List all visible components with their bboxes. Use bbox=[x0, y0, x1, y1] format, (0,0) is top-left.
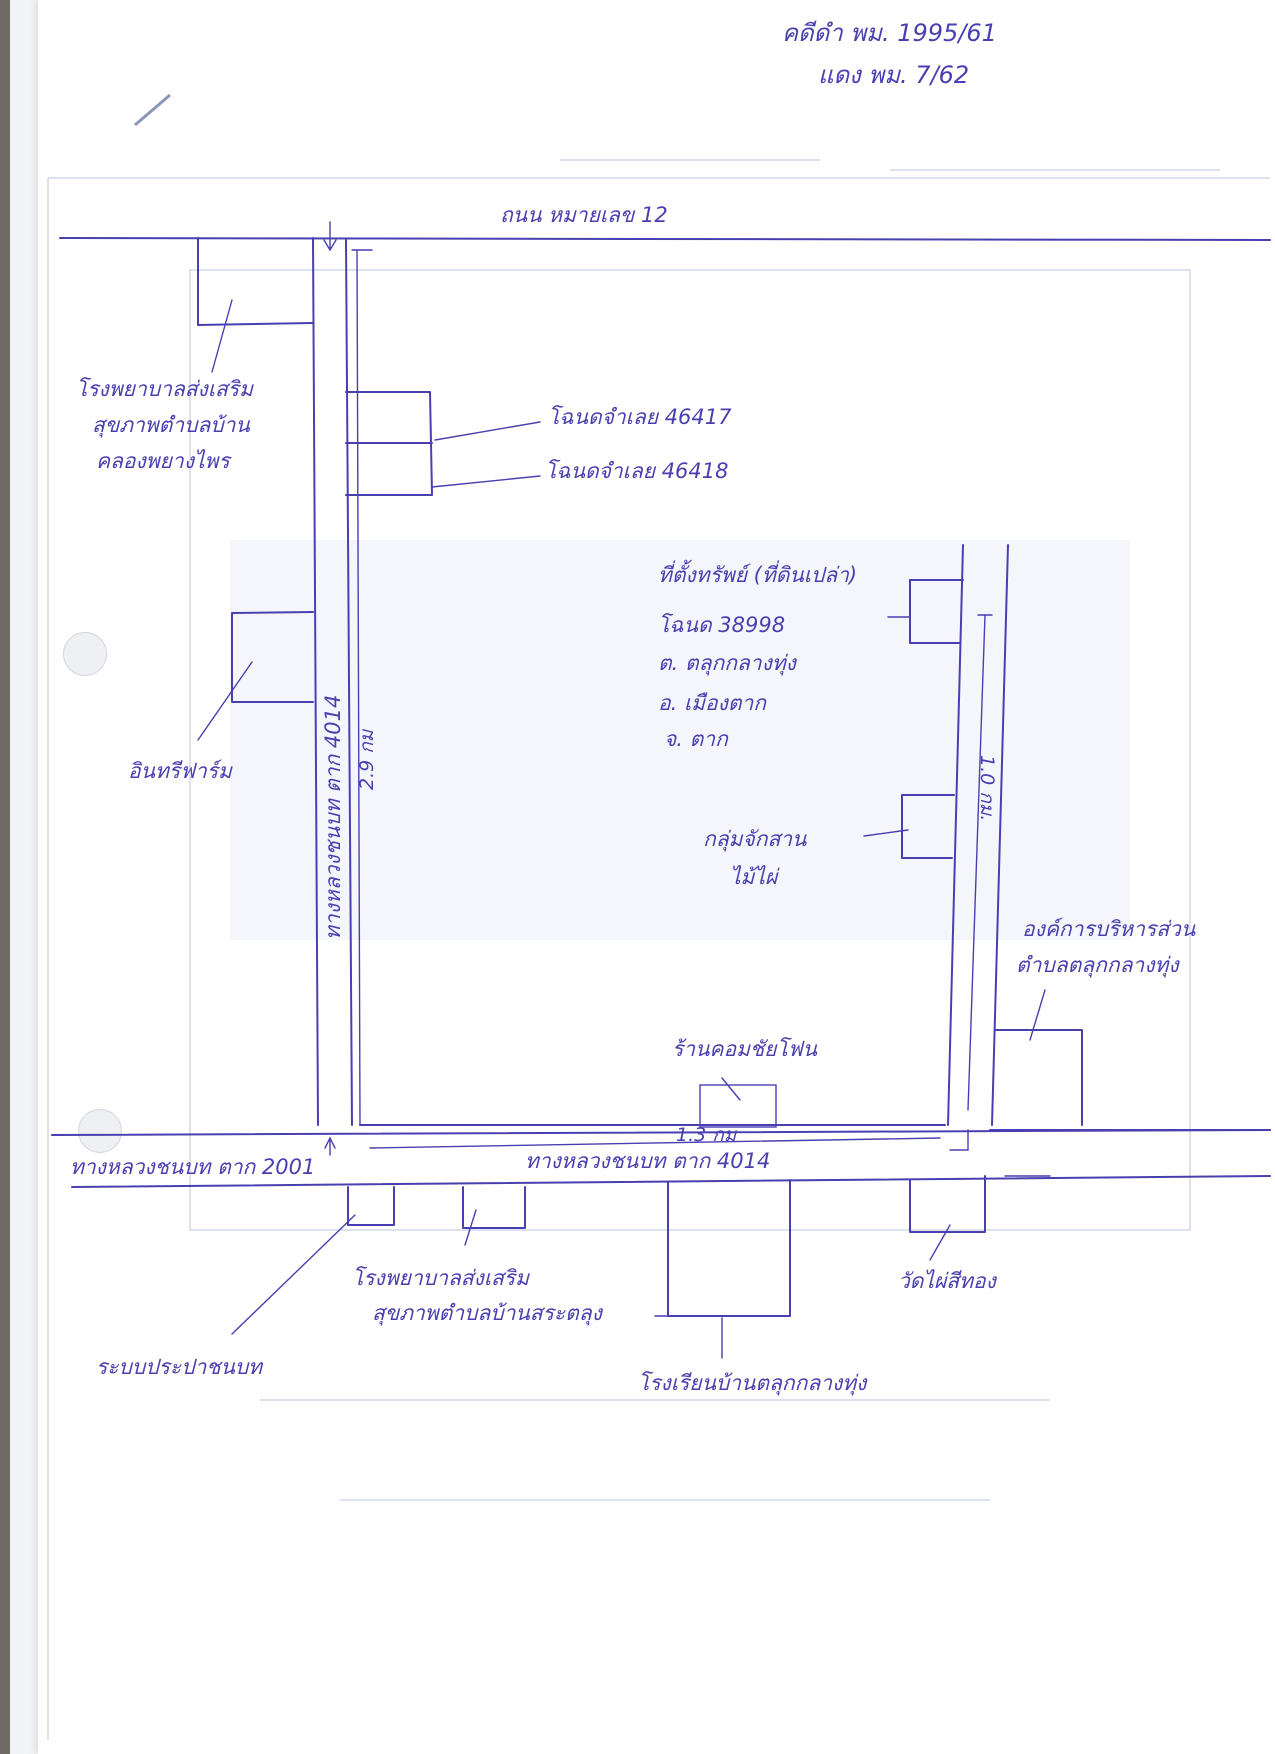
farm-building bbox=[231, 611, 314, 703]
right-distance-line bbox=[967, 614, 986, 1111]
weaving-building bbox=[901, 794, 955, 859]
school-building bbox=[667, 1179, 791, 1317]
scan-edge-shadow bbox=[0, 0, 10, 1754]
hospital-bottom-building bbox=[462, 1186, 526, 1229]
property-parcel bbox=[909, 579, 964, 644]
sao-building bbox=[994, 1029, 1083, 1126]
water-building bbox=[347, 1186, 395, 1226]
left-road-outer bbox=[312, 237, 319, 1126]
scan-edge-sheet bbox=[10, 0, 38, 1754]
bottom-left-road-label: ทางหลวงชนบท ตาก 2001 bbox=[70, 1155, 316, 1179]
top-road-label: ถนน หมายเลข 12 bbox=[500, 203, 668, 227]
school-label: โรงเรียนบ้านตลุกกลางทุ่ง bbox=[638, 1371, 867, 1395]
right-distance-label: 1.0 กม. bbox=[976, 755, 998, 822]
left-road-label: ทางหลวงชนบท ตาก 4014 bbox=[321, 694, 345, 940]
punch-hole-upper bbox=[63, 632, 107, 676]
case-number-black: คดีดำ พม. 1995/61 bbox=[782, 19, 997, 47]
bottom-road-label: ทางหลวงชนบท ตาก 4014 bbox=[525, 1149, 771, 1173]
right-road-left bbox=[947, 544, 964, 1126]
deed-2-label: โฉนดจำเลย 46418 bbox=[545, 459, 729, 483]
punch-hole-lower bbox=[78, 1109, 122, 1153]
farm-label: อินทรีฟาร์ม bbox=[128, 759, 232, 783]
temple-building bbox=[909, 1175, 986, 1233]
bottom-road-lower bbox=[71, 1175, 1271, 1188]
right-road-right bbox=[991, 544, 1009, 1126]
bottom-distance-line bbox=[369, 1137, 941, 1149]
shop-label: ร้านคอมชัยโฟน bbox=[672, 1037, 817, 1061]
water-label: ระบบประปาชนบท bbox=[96, 1355, 263, 1379]
case-number-red: แดง พม. 7/62 bbox=[818, 61, 970, 89]
top-road-line bbox=[59, 237, 1271, 241]
hospital-top-building bbox=[197, 237, 314, 326]
left-distance-label: 2.9 กม bbox=[356, 729, 378, 790]
deed-1-label: โฉนดจำเลย 46417 bbox=[548, 405, 732, 429]
bottom-distance-label: 1.3 กม bbox=[676, 1124, 737, 1146]
left-road-inner bbox=[345, 239, 353, 1126]
paper-sheet bbox=[38, 0, 1275, 1754]
bleed-through bbox=[47, 93, 1270, 1740]
temple-label: วัดไผ่สีทอง bbox=[898, 1269, 996, 1293]
shop-building bbox=[699, 1084, 777, 1128]
